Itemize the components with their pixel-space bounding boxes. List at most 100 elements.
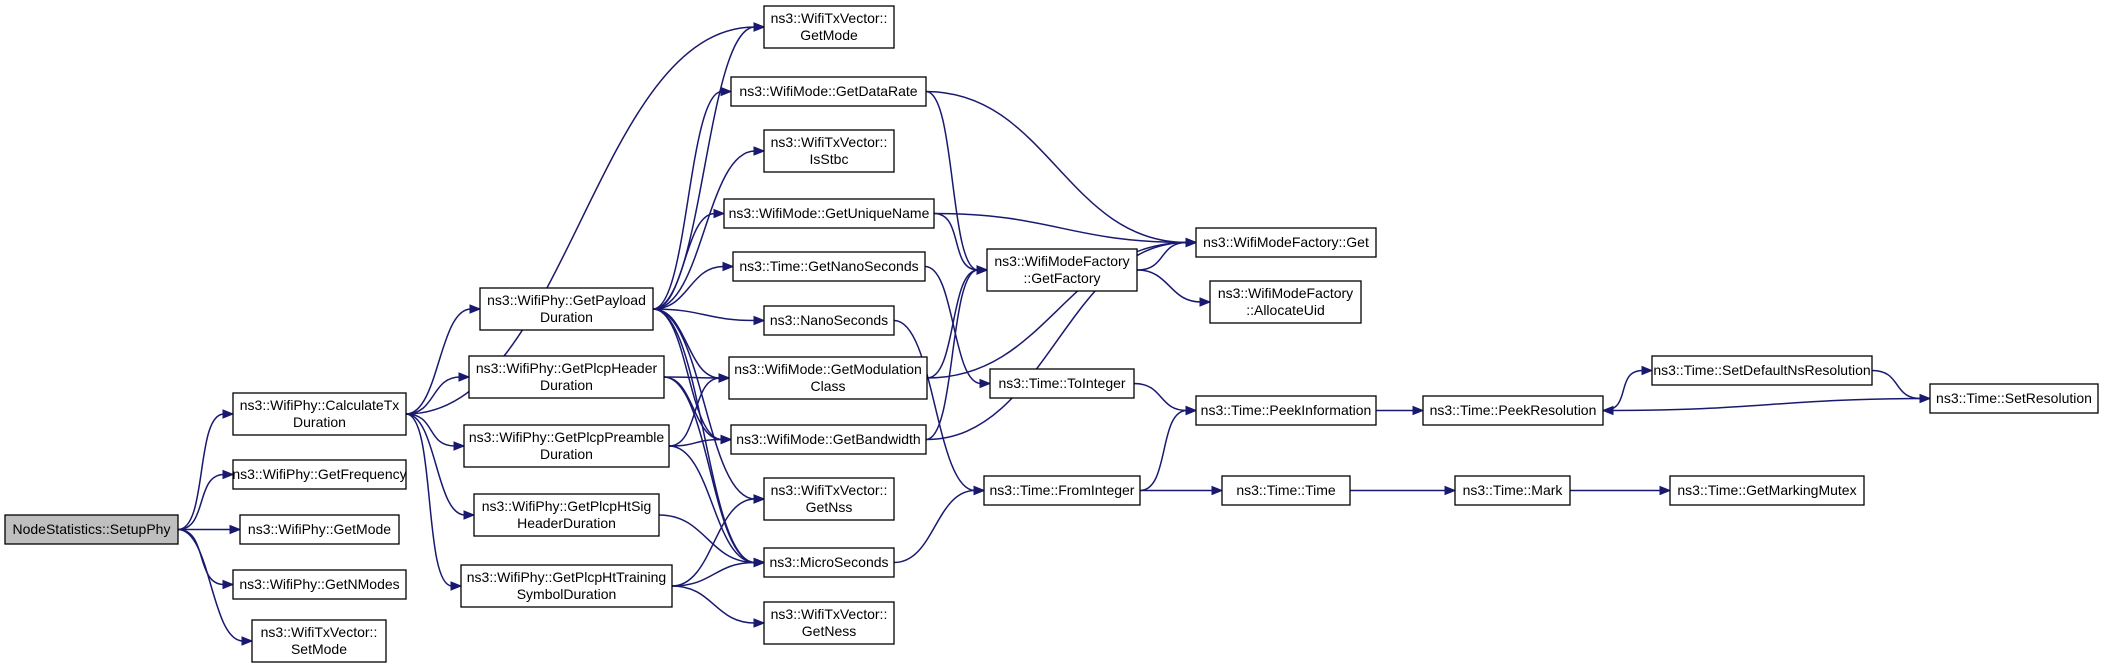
node-plcphttrain[interactable]: ns3::WifiPhy::GetPlcpHtTrainingSymbolDur… xyxy=(460,564,673,608)
node-box xyxy=(473,493,660,537)
node-setdefres[interactable]: ns3::Time::SetDefaultNsResolution xyxy=(1651,355,1873,386)
node-label: Duration xyxy=(540,377,593,393)
edge-plcphttrain-to-getness xyxy=(671,585,766,628)
edge-plcppreamble-to-modclass xyxy=(668,373,731,447)
node-box xyxy=(1669,475,1865,506)
node-label: GetNess xyxy=(802,623,856,639)
edge-getpayload-to-getnanosec xyxy=(652,261,735,310)
node-label: ns3::WifiTxVector:: xyxy=(771,134,888,150)
node-box xyxy=(1209,280,1362,324)
node-label: ns3::WifiModeFactory xyxy=(994,253,1129,269)
node-box xyxy=(763,477,895,521)
node-allocuid[interactable]: ns3::WifiModeFactory::AllocateUid xyxy=(1209,280,1362,324)
node-box xyxy=(1651,355,1873,386)
node-box xyxy=(763,601,895,645)
node-box xyxy=(763,305,895,336)
edge-getpayload-to-uniquename xyxy=(652,208,726,310)
node-box xyxy=(730,424,927,455)
edge-plcphtsig-to-microsec xyxy=(658,514,766,568)
edge-peekinfo-to-peekres xyxy=(1376,405,1425,416)
node-mark[interactable]: ns3::Time::Mark xyxy=(1454,475,1571,506)
node-label: ns3::WifiPhy::CalculateTx xyxy=(240,397,400,413)
node-box xyxy=(989,368,1135,399)
edge-plcpheader-to-bandwidth xyxy=(663,376,733,445)
node-box xyxy=(463,424,670,468)
node-box xyxy=(1221,475,1351,506)
node-label: ns3::WifiPhy::GetNModes xyxy=(239,576,399,592)
node-box xyxy=(232,459,407,490)
node-getnanosec[interactable]: ns3::Time::GetNanoSeconds xyxy=(732,251,926,282)
node-box xyxy=(232,569,407,600)
edge-uniquename-to-factoryget xyxy=(933,212,1198,248)
node-microsec[interactable]: ns3::MicroSeconds xyxy=(763,547,895,578)
node-label: ns3::WifiMode::GetUniqueName xyxy=(729,205,930,221)
node-peekres[interactable]: ns3::Time::PeekResolution xyxy=(1422,395,1604,426)
node-label: ns3::WifiTxVector:: xyxy=(771,606,888,622)
edge-plcpheader-to-microsec xyxy=(663,376,766,568)
node-tointeger[interactable]: ns3::Time::ToInteger xyxy=(989,368,1135,399)
node-getness[interactable]: ns3::WifiTxVector::GetNess xyxy=(763,601,895,645)
node-bandwidth[interactable]: ns3::WifiMode::GetBandwidth xyxy=(730,424,927,455)
edge-plcphttrain-to-microsec xyxy=(671,557,766,587)
node-timetime[interactable]: ns3::Time::Time xyxy=(1221,475,1351,506)
node-uniquename[interactable]: ns3::WifiMode::GetUniqueName xyxy=(723,198,935,229)
edge-timetime-to-mark xyxy=(1350,485,1457,496)
node-setupphy[interactable]: NodeStatistics::SetupPhy xyxy=(4,514,179,545)
node-label: Duration xyxy=(540,446,593,462)
node-label: GetNss xyxy=(806,499,853,515)
edge-uniquename-to-getfactory xyxy=(933,212,989,275)
node-box xyxy=(1422,395,1604,426)
edge-getpayload-to-isstbc xyxy=(652,146,766,310)
node-label: ns3::Time::FromInteger xyxy=(990,482,1135,498)
node-label: ns3::WifiPhy::GetPlcpHeader xyxy=(476,360,658,376)
node-label: ns3::Time::PeekInformation xyxy=(1201,402,1372,418)
node-label: ns3::WifiPhy::GetFrequency xyxy=(232,466,406,482)
node-label: ns3::WifiMode::GetDataRate xyxy=(739,83,917,99)
node-label: NodeStatistics::SetupPhy xyxy=(13,521,171,537)
node-label: ns3::WifiMode::GetModulation xyxy=(734,361,922,377)
node-getnss[interactable]: ns3::WifiTxVector::GetNss xyxy=(763,477,895,521)
edge-setdefres-to-setres xyxy=(1871,369,1932,404)
node-label: HeaderDuration xyxy=(517,515,616,531)
nodes-layer: NodeStatistics::SetupPhy ns3::WifiPhy::Ca… xyxy=(4,5,2099,663)
node-getdatarate[interactable]: ns3::WifiMode::GetDataRate xyxy=(730,76,927,107)
edge-calctx-to-plcphtsig xyxy=(405,413,476,520)
node-box xyxy=(1195,395,1377,426)
edge-getpayload-to-getdatarate xyxy=(652,86,733,310)
node-setres[interactable]: ns3::Time::SetResolution xyxy=(1929,383,2099,414)
edges-layer xyxy=(177,22,1932,646)
edge-frominteger-to-timetime xyxy=(1140,485,1224,496)
node-getnmodes[interactable]: ns3::WifiPhy::GetNModes xyxy=(232,569,407,600)
edge-plcphttrain-to-getnss xyxy=(671,494,766,587)
node-txgetmode[interactable]: ns3::WifiTxVector::GetMode xyxy=(763,5,895,49)
edge-calctx-to-plcpheader xyxy=(405,372,471,415)
node-getfreq[interactable]: ns3::WifiPhy::GetFrequency xyxy=(232,459,407,490)
node-isstbc[interactable]: ns3::WifiTxVector::IsStbc xyxy=(763,129,895,173)
node-factoryget[interactable]: ns3::WifiModeFactory::Get xyxy=(1195,227,1377,258)
node-peekinfo[interactable]: ns3::Time::PeekInformation xyxy=(1195,395,1377,426)
node-markmutex[interactable]: ns3::Time::GetMarkingMutex xyxy=(1669,475,1865,506)
node-getfactory[interactable]: ns3::WifiModeFactory::GetFactory xyxy=(986,248,1138,292)
node-label: ns3::Time::Mark xyxy=(1463,482,1564,498)
node-phygetmode[interactable]: ns3::WifiPhy::GetMode xyxy=(239,514,400,545)
node-label: ns3::Time::Time xyxy=(1236,482,1336,498)
node-box xyxy=(232,392,407,436)
node-txsetmode[interactable]: ns3::WifiTxVector::SetMode xyxy=(251,619,387,663)
edge-calctx-to-plcphttrain xyxy=(405,413,463,591)
edge-setres-to-peekres xyxy=(1601,397,1931,416)
edge-setupphy-to-calctx xyxy=(177,409,235,531)
node-label: ns3::WifiPhy::GetPlcpHtSig xyxy=(482,498,652,514)
node-box xyxy=(730,76,927,107)
node-label: ns3::WifiPhy::GetMode xyxy=(248,521,391,537)
edge-calctx-to-plcppreamble xyxy=(405,413,466,451)
node-label: ns3::WifiMode::GetBandwidth xyxy=(736,431,920,447)
node-nanosec[interactable]: ns3::NanoSeconds xyxy=(763,305,895,336)
edge-getpayload-to-nanosec xyxy=(652,308,766,326)
node-frominteger[interactable]: ns3::Time::FromInteger xyxy=(983,475,1141,506)
